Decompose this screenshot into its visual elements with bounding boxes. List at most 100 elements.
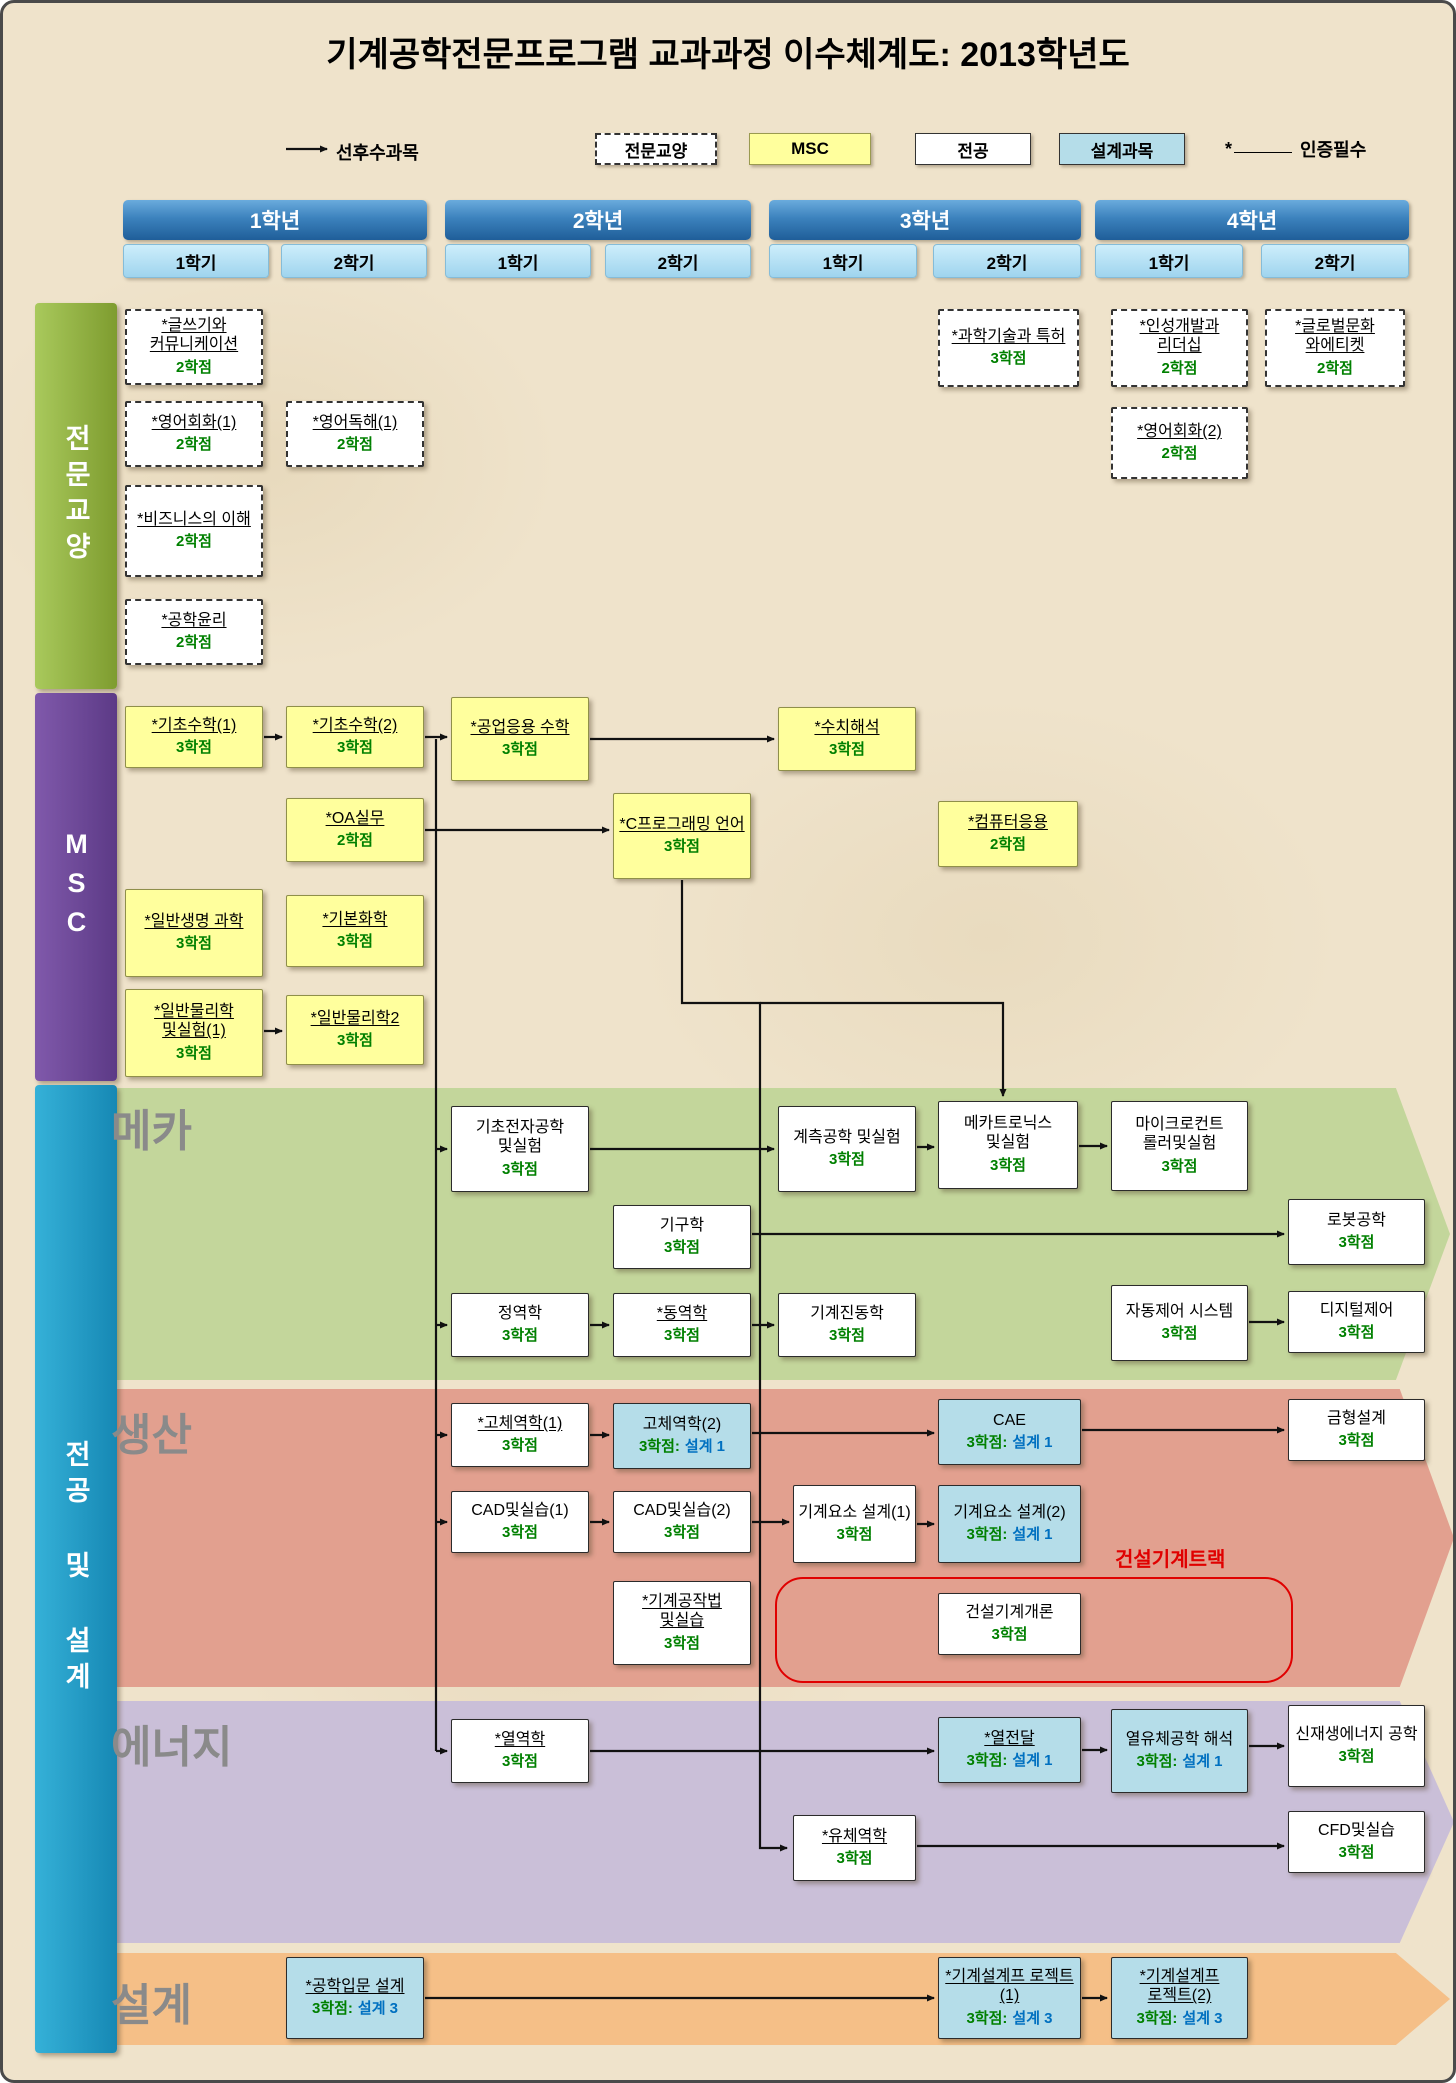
course-credit: 3학점: [1338, 1748, 1375, 1766]
course-title: 로봇공학: [1327, 1211, 1386, 1229]
design-credit: 설계 1: [1012, 1752, 1053, 1770]
course-title: *공업응용 수학: [470, 718, 570, 736]
course-fluid-mechanics: *유체역학 3학점: [793, 1815, 916, 1881]
course-title: CFD및실습: [1317, 1821, 1396, 1839]
course-credit: 3학점: [664, 1524, 700, 1542]
course-basic-chemistry: *기본화학 3학점: [286, 895, 424, 967]
course-mechanisms: 기구학 3학점: [613, 1205, 751, 1269]
required-label: 인증필수: [1300, 140, 1367, 160]
course-title: *유체역학: [821, 1827, 888, 1845]
course-title: 기초전자공학 및실험: [475, 1119, 565, 1155]
course-title: 기계요소 설계(2): [953, 1503, 1066, 1521]
course-business-understanding: *비즈니스의 이해 2학점: [125, 485, 263, 577]
design-credit: 설계 3: [1182, 2009, 1223, 2027]
course-cad-2: CAD및실습(2) 3학점: [613, 1491, 751, 1553]
course-title: 계측공학 및실험: [793, 1128, 901, 1146]
course-credit: 3학점:설계 3: [1136, 2007, 1222, 2028]
course-manufacturing-processes: *기계공작법 및실습 3학점: [613, 1581, 751, 1665]
credit-value: 3학점:: [966, 1752, 1008, 1770]
course-engineering-math: *공업응용 수학 3학점: [451, 697, 589, 781]
course-credit: 3학점: [829, 1151, 865, 1169]
course-title: *수치해석: [814, 718, 880, 736]
course-title: *일반물리학2: [310, 1009, 400, 1027]
course-credit: 3학점: [176, 1044, 212, 1062]
course-title: 마이크로컨트 롤러및실험: [1135, 1116, 1224, 1152]
year-header-2: 2학년: [445, 200, 751, 240]
track-label-design: 설계: [111, 1981, 192, 2030]
category-bar-liberal: 전문교양: [35, 303, 117, 689]
course-title: *일반생명 과학: [144, 912, 244, 930]
course-numerical-analysis: *수치해석 3학점: [778, 707, 916, 771]
course-credit: 3학점:설계 1: [1136, 1750, 1222, 1771]
course-cfd: CFD및실습 3학점: [1288, 1811, 1425, 1873]
course-character-leadership: *인성개발과 리더십 2학점: [1111, 309, 1248, 387]
course-credit: 3학점: [1161, 1325, 1198, 1343]
course-credit: 2학점: [176, 436, 212, 454]
construction-track-label: 건설기계트랙: [1115, 1549, 1226, 1571]
course-thermodynamics: *열역학 3학점: [451, 1719, 589, 1783]
course-credit: 3학점:설계 3: [966, 2007, 1052, 2028]
course-credit: 3학점:설계 1: [966, 1523, 1052, 1544]
course-dynamics: *동역학 3학점: [613, 1293, 751, 1357]
semester-header-2-1: 1학기: [445, 244, 591, 278]
required-underline: [1234, 151, 1293, 153]
course-credit: 3학점: [1338, 1324, 1375, 1342]
course-design-project-2: *기계설계프 로젝트(2) 3학점:설계 3: [1111, 1957, 1248, 2039]
course-credit: 3학점:설계 3: [312, 1997, 398, 2018]
course-robotics: 로봇공학 3학점: [1288, 1199, 1425, 1265]
course-credit: 3학점:설계 1: [966, 1749, 1052, 1770]
course-title: CAD및실습(1): [471, 1501, 569, 1519]
course-basic-electronics: 기초전자공학 및실험 3학점: [451, 1106, 589, 1192]
course-writing-communication: *글쓰기와 커뮤니케이션 2학점: [125, 309, 263, 385]
course-title: *기초수학(2): [312, 716, 398, 734]
course-credit: 3학점: [502, 741, 538, 759]
course-solid-mechanics-1: *고체역학(1) 3학점: [451, 1403, 589, 1467]
course-title: 메카트로닉스 및실험: [963, 1115, 1053, 1151]
course-design-project-1: *기계설계프 로젝트(1) 3학점:설계 3: [938, 1957, 1081, 2039]
category-bar-liberal-label: 전문교양: [60, 424, 91, 568]
course-english-conversation-2: *영어회화(2) 2학점: [1111, 407, 1248, 479]
year-header-1: 1학년: [123, 200, 427, 240]
semester-header-2-2: 2학기: [605, 244, 751, 278]
course-credit: 3학점:설계 1: [639, 1435, 725, 1456]
course-credit: 3학점: [502, 1327, 538, 1345]
semester-header-3-1: 1학기: [769, 244, 917, 278]
course-credit: 3학점: [664, 838, 700, 856]
year-header-4: 4학년: [1095, 200, 1409, 240]
legend-major-box: 전공: [915, 133, 1031, 165]
course-credit: 3학점:설계 1: [966, 1431, 1052, 1452]
course-title: *열역학: [494, 1730, 546, 1748]
course-title: *열전달: [984, 1729, 1035, 1747]
course-english-conversation-1: *영어회화(1) 2학점: [125, 401, 263, 467]
course-credit: 2학점: [176, 533, 212, 551]
design-credit: 설계 1: [684, 1438, 726, 1456]
course-title: 금형설계: [1327, 1409, 1386, 1427]
course-credit: 2학점: [337, 436, 373, 454]
course-c-programming: *C프로그래밍 언어 3학점: [613, 793, 751, 879]
course-credit: 3학점: [664, 1327, 700, 1345]
course-title: *기계설계프 로젝트(1): [945, 1968, 1074, 2004]
course-engineering-ethics: *공학윤리 2학점: [125, 599, 263, 665]
course-solid-mechanics-2: 고체역학(2) 3학점:설계 1: [613, 1403, 751, 1469]
course-credit: 3학점: [1161, 1157, 1198, 1175]
course-title: *공학윤리: [161, 611, 227, 629]
course-title: *영어독해(1): [312, 413, 398, 431]
design-credit: 설계 3: [1012, 2009, 1053, 2027]
course-credit: 3학점: [337, 1032, 373, 1050]
course-machine-element-1: 기계요소 설계(1) 3학점: [793, 1485, 916, 1563]
course-renewable-energy: 신재생에너지 공학 3학점: [1288, 1705, 1425, 1787]
course-construction-machinery-intro: 건설기계개론 3학점: [938, 1593, 1081, 1655]
credit-value: 3학점:: [1136, 1753, 1178, 1771]
category-bar-msc: MSC: [35, 693, 117, 1081]
course-title: *기초수학(1): [151, 716, 237, 734]
course-computer-application: *컴퓨터응용 2학점: [938, 801, 1078, 867]
semester-header-3-2: 2학기: [933, 244, 1081, 278]
course-credit: 3학점: [990, 1156, 1026, 1174]
course-intro-engineering-design: *공학입문 설계 3학점:설계 3: [286, 1957, 424, 2039]
required-star: *: [1225, 138, 1233, 159]
course-title: *과학기술과 특허: [951, 327, 1066, 345]
course-credit: 3학점: [502, 1437, 538, 1455]
legend-msc-box: MSC: [749, 133, 871, 165]
page-title: 기계공학전문프로그램 교과과정 이수체계도: 2013학년도: [326, 36, 1130, 74]
course-credit: 2학점: [1317, 359, 1353, 377]
